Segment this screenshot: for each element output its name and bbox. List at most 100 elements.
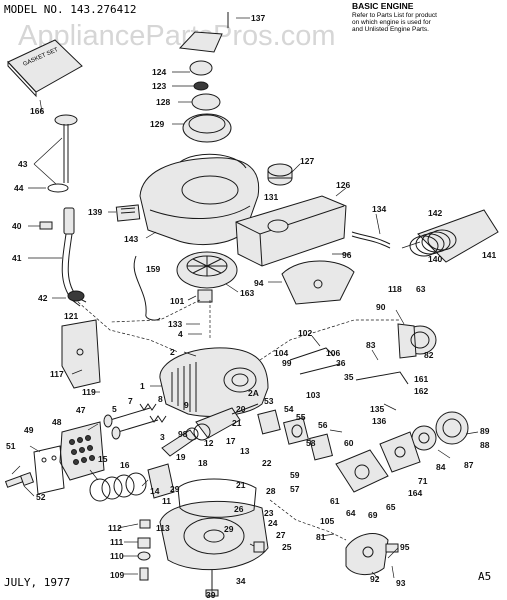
callout-128: 128 — [156, 97, 170, 107]
callout-164: 164 — [408, 488, 422, 498]
callout-161: 161 — [414, 374, 428, 384]
callout-162: 162 — [414, 386, 428, 396]
callout-134: 134 — [372, 204, 386, 214]
callout-166: 166 — [30, 106, 44, 116]
callout-53: 53 — [264, 396, 274, 406]
ignition-armature[interactable] — [397, 323, 437, 359]
callout-133: 133 — [168, 319, 182, 329]
callout-52: 52 — [36, 492, 46, 502]
callout-40: 40 — [12, 221, 22, 231]
callout-105: 105 — [320, 516, 334, 526]
blower-housing[interactable] — [139, 153, 260, 246]
dashed-leader-1 — [77, 301, 179, 353]
callout-labels: 137 124 123 128 129 166 43 44 127 126 13… — [6, 13, 496, 600]
baffle-bracket[interactable] — [281, 260, 355, 305]
starter-pulley[interactable] — [411, 411, 469, 451]
callout-27: 27 — [276, 530, 286, 540]
air-cleaner[interactable] — [409, 209, 499, 263]
leader-lines — [11, 17, 479, 596]
callout-111: 111 — [110, 537, 124, 547]
starter-cup-stack[interactable] — [178, 12, 232, 143]
gasket-set-envelope[interactable]: GASKET SET — [7, 39, 83, 98]
footer-date: JULY, 1977 — [4, 576, 70, 589]
callout-129: 129 — [150, 119, 164, 129]
callout-15: 15 — [98, 454, 108, 464]
carburetor-body[interactable] — [335, 449, 389, 493]
callout-2A: 2A — [248, 388, 259, 398]
callout-5: 5 — [112, 404, 117, 414]
piston-rings[interactable] — [89, 472, 147, 502]
callout-14: 14 — [150, 486, 160, 496]
callout-119: 119 — [82, 387, 96, 397]
crankshaft[interactable] — [193, 403, 259, 441]
callout-90: 90 — [376, 302, 386, 312]
ground-wire[interactable] — [133, 255, 161, 321]
callout-55: 55 — [296, 412, 306, 422]
callout-21: 21 — [232, 418, 242, 428]
muffler[interactable] — [345, 533, 399, 575]
oil-drain-hardware[interactable] — [137, 519, 151, 581]
fuel-cap[interactable] — [267, 163, 293, 186]
callout-1: 1 — [140, 381, 145, 391]
cylinder-shroud[interactable] — [61, 319, 101, 389]
callout-2: 2 — [170, 347, 175, 357]
callout-89: 89 — [480, 426, 490, 436]
piston[interactable] — [147, 463, 175, 499]
callout-13: 13 — [240, 446, 250, 456]
callout-44: 44 — [14, 183, 24, 193]
fuel-pump[interactable] — [379, 431, 421, 473]
callout-98: 98 — [178, 429, 188, 439]
callout-12: 12 — [204, 438, 214, 448]
callout-112: 112 — [108, 523, 122, 533]
callout-65: 65 — [386, 502, 396, 512]
fuel-line[interactable] — [351, 231, 391, 249]
valves[interactable] — [103, 403, 167, 440]
cylinder-head[interactable] — [59, 421, 105, 481]
callout-64: 64 — [346, 508, 356, 518]
callout-26: 26 — [234, 504, 244, 514]
callout-102: 102 — [298, 328, 312, 338]
callout-113: 113 — [156, 523, 170, 533]
rotating-screen[interactable] — [115, 204, 141, 222]
tube-seal[interactable] — [67, 290, 85, 302]
sump-gasket[interactable] — [177, 478, 257, 518]
head-gasket[interactable] — [33, 445, 65, 495]
callout-43: 43 — [18, 159, 28, 169]
callout-109: 109 — [110, 570, 124, 580]
flywheel[interactable] — [176, 251, 238, 303]
callout-93: 93 — [396, 578, 406, 588]
callout-88: 88 — [480, 440, 490, 450]
fuel-tank[interactable] — [235, 195, 347, 267]
callout-95: 95 — [400, 542, 410, 552]
oil-sump[interactable] — [159, 500, 269, 571]
callout-137: 137 — [251, 13, 265, 23]
callout-101: 101 — [170, 296, 184, 306]
callout-21b: 21 — [236, 480, 246, 490]
callout-83: 83 — [366, 340, 376, 350]
spark-plug[interactable] — [4, 471, 35, 488]
basic-engine-note-3: and Unlisted Engine Parts. — [352, 26, 429, 33]
watermark: AppliancePartsPros.com — [18, 20, 336, 52]
callout-19: 19 — [176, 452, 186, 462]
callout-163: 163 — [240, 288, 254, 298]
callout-94: 94 — [254, 278, 264, 288]
governor-linkage[interactable] — [289, 347, 409, 385]
callout-118: 118 — [388, 284, 402, 294]
callout-34: 34 — [236, 576, 246, 586]
callout-143: 143 — [124, 234, 138, 244]
model-number: MODEL NO. 143.276412 — [4, 3, 136, 16]
basic-engine-note-2: on which engine is used for — [352, 19, 432, 26]
carburetor[interactable] — [257, 409, 333, 461]
callout-82: 82 — [424, 350, 434, 360]
callout-48: 48 — [52, 417, 62, 427]
basic-engine-note-1: Refer to Parts List for product — [352, 12, 437, 19]
callout-159: 159 — [146, 264, 160, 274]
callout-4: 4 — [178, 329, 183, 339]
dashed-leader-5 — [109, 299, 201, 323]
cylinder-block[interactable] — [159, 347, 269, 417]
callout-140: 140 — [428, 254, 442, 264]
callout-136: 136 — [372, 416, 386, 426]
callout-61: 61 — [330, 496, 340, 506]
dipstick-assembly[interactable] — [47, 114, 78, 193]
callout-71: 71 — [418, 476, 428, 486]
